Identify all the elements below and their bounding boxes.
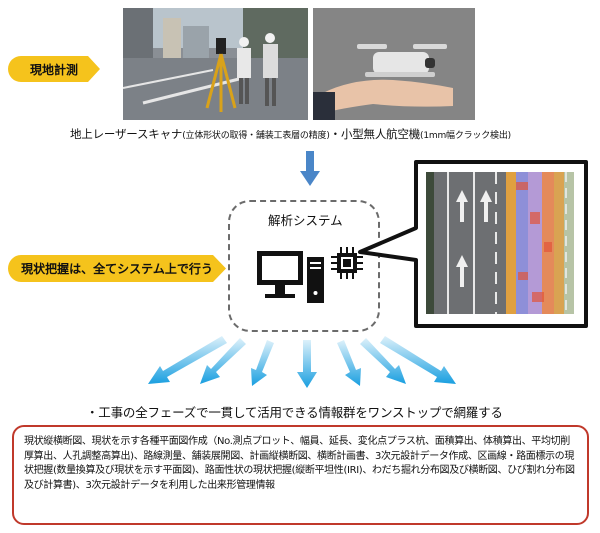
arrow-left — [200, 338, 246, 384]
chip-icon — [331, 247, 363, 279]
computer-icon — [257, 251, 324, 303]
laser-scanner-label: 地上レーザースキャナ — [70, 127, 183, 141]
output-arrows — [148, 336, 456, 388]
field-survey-label: 現地計測 — [29, 62, 78, 77]
tripod-scanner-icon — [205, 38, 237, 112]
status-grasp-tag: 現状把握は、全てシステム上で行う — [8, 255, 226, 282]
analysis-system-title: 解析システム — [268, 213, 343, 228]
arrow-far-right — [380, 336, 456, 384]
arrow-far-left — [148, 336, 227, 384]
drone-label: ・小型無人航空機 — [329, 127, 421, 141]
laser-scanner-note: (立体形状の取得・舗装工表層の精度) — [182, 131, 330, 141]
drone-icon — [357, 44, 447, 77]
drone-note: (1mm幅クラック検出) — [420, 131, 511, 141]
laser-scanner-photo — [123, 8, 308, 120]
analysis-system-box — [228, 200, 380, 332]
arrow-mid-right — [337, 340, 361, 386]
status-grasp-label: 現状把握は、全てシステム上で行う — [21, 262, 213, 276]
arrow-mid-left — [251, 340, 274, 386]
field-survey-tag: 現地計測 — [8, 56, 100, 82]
arrow-center — [297, 340, 317, 388]
deliverables-text: 現状縦横断図、現状を示す各種平面図作成（No.測点プロット、幅員、延長、変化点プ… — [24, 436, 575, 491]
road-heatmap-image — [426, 172, 574, 314]
down-arrow-icon — [300, 151, 320, 186]
summary-heading: ・工事の全フェーズで一貫して活用できる情報群をワンストップで網羅する — [86, 405, 503, 420]
drone-photo — [313, 8, 475, 120]
deliverables-box: 現状縦横断図、現状を示す各種平面図作成（No.測点プロット、幅員、延長、変化点プ… — [12, 425, 589, 525]
survey-caption: 地上レーザースキャナ(立体形状の取得・舗装工表層の精度)・小型無人航空機(1mm… — [70, 126, 511, 142]
arrow-right — [360, 338, 406, 384]
